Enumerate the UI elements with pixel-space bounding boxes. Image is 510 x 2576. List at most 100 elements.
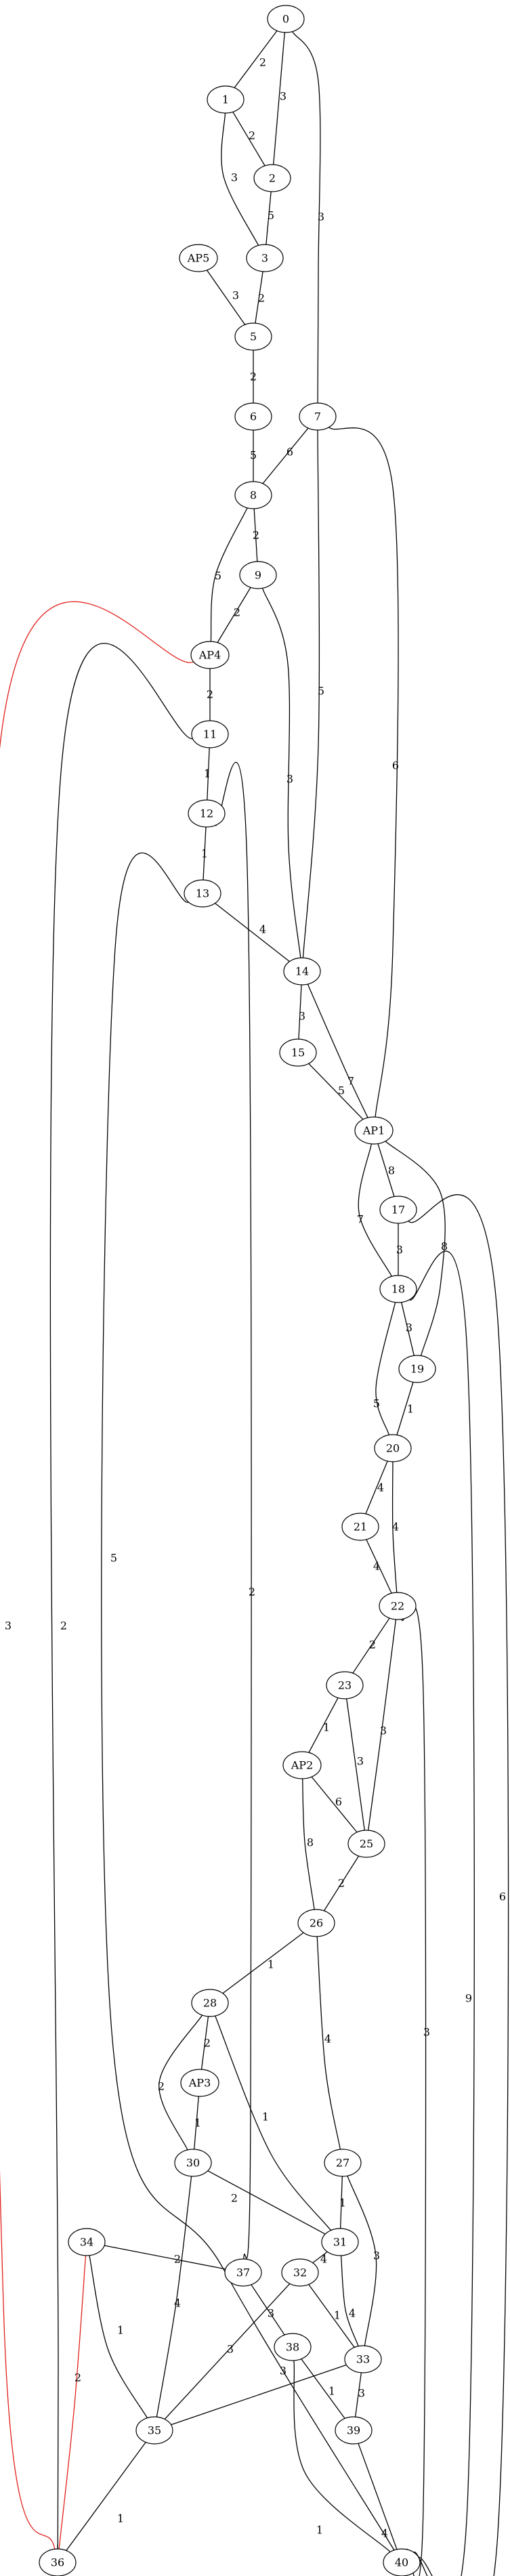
edge-9-14: 3 xyxy=(261,588,301,958)
edge-3-5: 2 xyxy=(255,271,265,324)
edge-line xyxy=(0,601,194,2550)
edge-AP1-17: 8 xyxy=(377,1143,395,1197)
edge-weight-label: 4 xyxy=(259,923,266,936)
edge-line xyxy=(358,1143,392,1277)
edge-line xyxy=(328,427,399,1118)
node-shape xyxy=(354,1116,394,1145)
edge-weight-label: 1 xyxy=(117,2512,124,2525)
edge-11-36: 2 xyxy=(49,643,193,2561)
edge-weight-label: 7 xyxy=(347,1075,354,1088)
edge-line xyxy=(340,2176,343,2229)
node-shape xyxy=(283,957,321,986)
node-shape xyxy=(179,244,218,272)
edge-weight-label: 6 xyxy=(499,1891,506,1903)
node-shape xyxy=(321,2228,359,2256)
edge-31-33: 4 xyxy=(340,2255,359,2346)
edge-35-36: 1 xyxy=(66,2442,146,2551)
node-shape xyxy=(234,322,272,351)
node-label: 22 xyxy=(391,1600,404,1613)
node-shape xyxy=(191,720,229,748)
node-23: 23 xyxy=(326,1671,364,1699)
node-shape xyxy=(379,1275,417,1303)
edge-1-3: 3 xyxy=(221,112,259,246)
node-shape xyxy=(246,244,284,272)
edge-line xyxy=(347,2176,377,2346)
node-25: 25 xyxy=(347,1830,385,1858)
edge-line xyxy=(104,2245,226,2270)
edge-weight-label: 1 xyxy=(334,2309,341,2322)
edge-line xyxy=(293,2360,391,2552)
edge-26-27: 4 xyxy=(316,1936,341,2150)
node-label: 26 xyxy=(310,1917,323,1930)
edge-line xyxy=(262,427,309,484)
edge-line xyxy=(377,1143,395,1197)
edge-line xyxy=(207,747,210,801)
edge-weight-label: 6 xyxy=(392,759,399,772)
node-label: 2 xyxy=(269,172,276,185)
edge-28-AP3: 2 xyxy=(200,2016,211,2070)
edge-line xyxy=(366,1539,392,1594)
node-label: AP3 xyxy=(188,2077,211,2090)
edge-18-40: 9 xyxy=(409,1250,475,2576)
edge-30-31: 2 xyxy=(207,2170,326,2235)
edge-weight-label: 4 xyxy=(377,1481,384,1494)
node-shape xyxy=(374,1434,412,1462)
node-shape xyxy=(267,5,305,33)
node-3: 3 xyxy=(246,244,284,272)
edge-line xyxy=(158,2014,203,2151)
edge-weight-label: 5 xyxy=(338,1084,345,1097)
node-label: 28 xyxy=(203,1997,217,2010)
edge-23-25: 3 xyxy=(346,1698,365,1831)
edge-0-7: 3 xyxy=(292,31,324,404)
edge-AP1-18: 7 xyxy=(357,1143,392,1277)
node-label: 6 xyxy=(250,410,257,423)
edge-weight-label: 5 xyxy=(268,209,274,222)
edge-weight-label: 3 xyxy=(227,2343,234,2356)
edge-weight-label: 2 xyxy=(174,2253,181,2266)
node-39: 39 xyxy=(335,2416,373,2445)
node-shape xyxy=(383,2548,421,2576)
node-label: 5 xyxy=(250,331,257,343)
edge-weight-label: 4 xyxy=(373,1560,380,1573)
edge-12-37: 2 xyxy=(215,761,255,2260)
edge-2-3: 5 xyxy=(265,191,274,245)
edge-20-22: 4 xyxy=(392,1461,399,1593)
edge-17-18: 3 xyxy=(396,1223,403,1275)
node-label: 9 xyxy=(255,569,261,582)
edge-25-26: 2 xyxy=(323,1855,360,1912)
node-label: 39 xyxy=(347,2424,360,2437)
node-26: 26 xyxy=(297,1909,335,1937)
node-label: 8 xyxy=(250,489,257,502)
edge-line xyxy=(215,903,290,962)
edge-weight-label: 2 xyxy=(204,2037,211,2050)
edge-line xyxy=(355,2372,362,2417)
node-label: 37 xyxy=(236,2266,250,2279)
node-label: AP1 xyxy=(362,1124,385,1137)
edge-line xyxy=(375,1302,396,1435)
edge-line xyxy=(89,2255,148,2418)
edge-38-39: 1 xyxy=(301,2359,345,2419)
node-ap5: AP5 xyxy=(179,244,218,272)
node-shape xyxy=(282,1751,322,1779)
edge-19-20: 1 xyxy=(396,1382,414,1435)
edge-weight-label: 2 xyxy=(234,606,240,619)
node-shape xyxy=(180,2069,219,2097)
edge-weight-label: 5 xyxy=(373,1397,380,1410)
edge-weight-label: 2 xyxy=(60,1620,67,1632)
edge-weight-label: 3 xyxy=(268,2307,274,2320)
edge-12-13: 1 xyxy=(201,826,208,881)
edge-weight-label: 2 xyxy=(253,529,259,542)
edge-weight-label: 2 xyxy=(75,2371,81,2384)
edge-18-19: 3 xyxy=(401,1302,415,1356)
edge-13-40: 5 xyxy=(101,852,395,2551)
edge-line xyxy=(368,1619,397,1831)
node-34: 34 xyxy=(68,2228,106,2256)
edge-line xyxy=(340,2255,359,2346)
node-label: 34 xyxy=(80,2236,93,2249)
edge-weight-label: 5 xyxy=(318,685,324,698)
edge-34-37: 2 xyxy=(104,2245,226,2270)
node-9: 9 xyxy=(239,561,277,589)
edge-line xyxy=(221,112,259,246)
